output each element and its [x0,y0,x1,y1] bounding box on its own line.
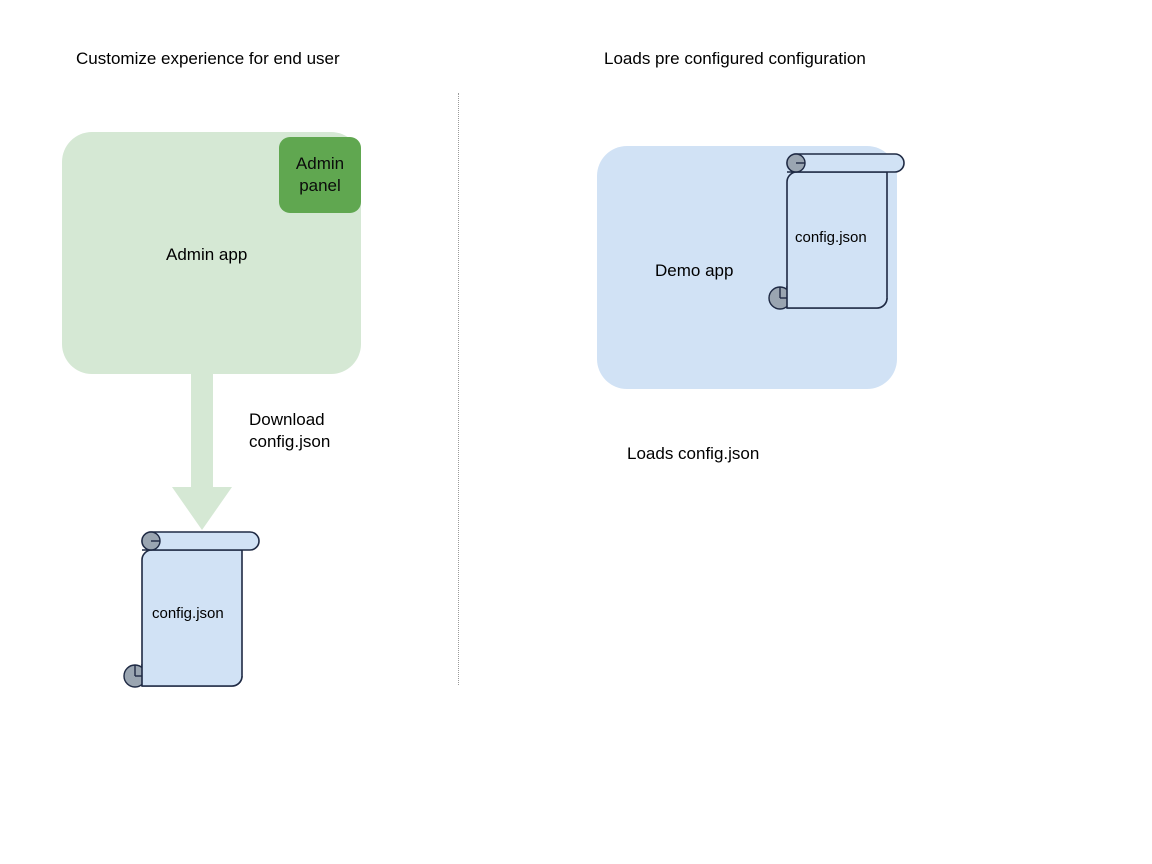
admin-panel-badge-text: Admin panel [279,153,361,197]
loads-config-caption: Loads config.json [627,444,760,463]
config-json-label-left: config.json [152,605,224,622]
download-arrow-label: Download config.json [249,409,330,453]
left-column-heading: Customize experience for end user [76,49,340,68]
demo-app-label: Demo app [655,261,734,280]
download-arrow-label-line1: Download [249,410,325,429]
config-json-scroll-icon-right [768,153,905,310]
column-divider [458,93,459,685]
download-arrow-icon [172,370,232,530]
config-json-scroll-icon-left [123,531,260,688]
admin-app-label: Admin app [166,245,248,264]
admin-panel-badge-line1: Admin [295,154,345,173]
config-json-label-right: config.json [795,229,867,246]
right-column-heading: Loads pre configured configuration [604,49,866,68]
admin-panel-badge-line2: panel [299,176,341,195]
admin-panel-badge[interactable]: Admin panel [279,137,361,213]
download-arrow-label-line2: config.json [249,432,331,451]
